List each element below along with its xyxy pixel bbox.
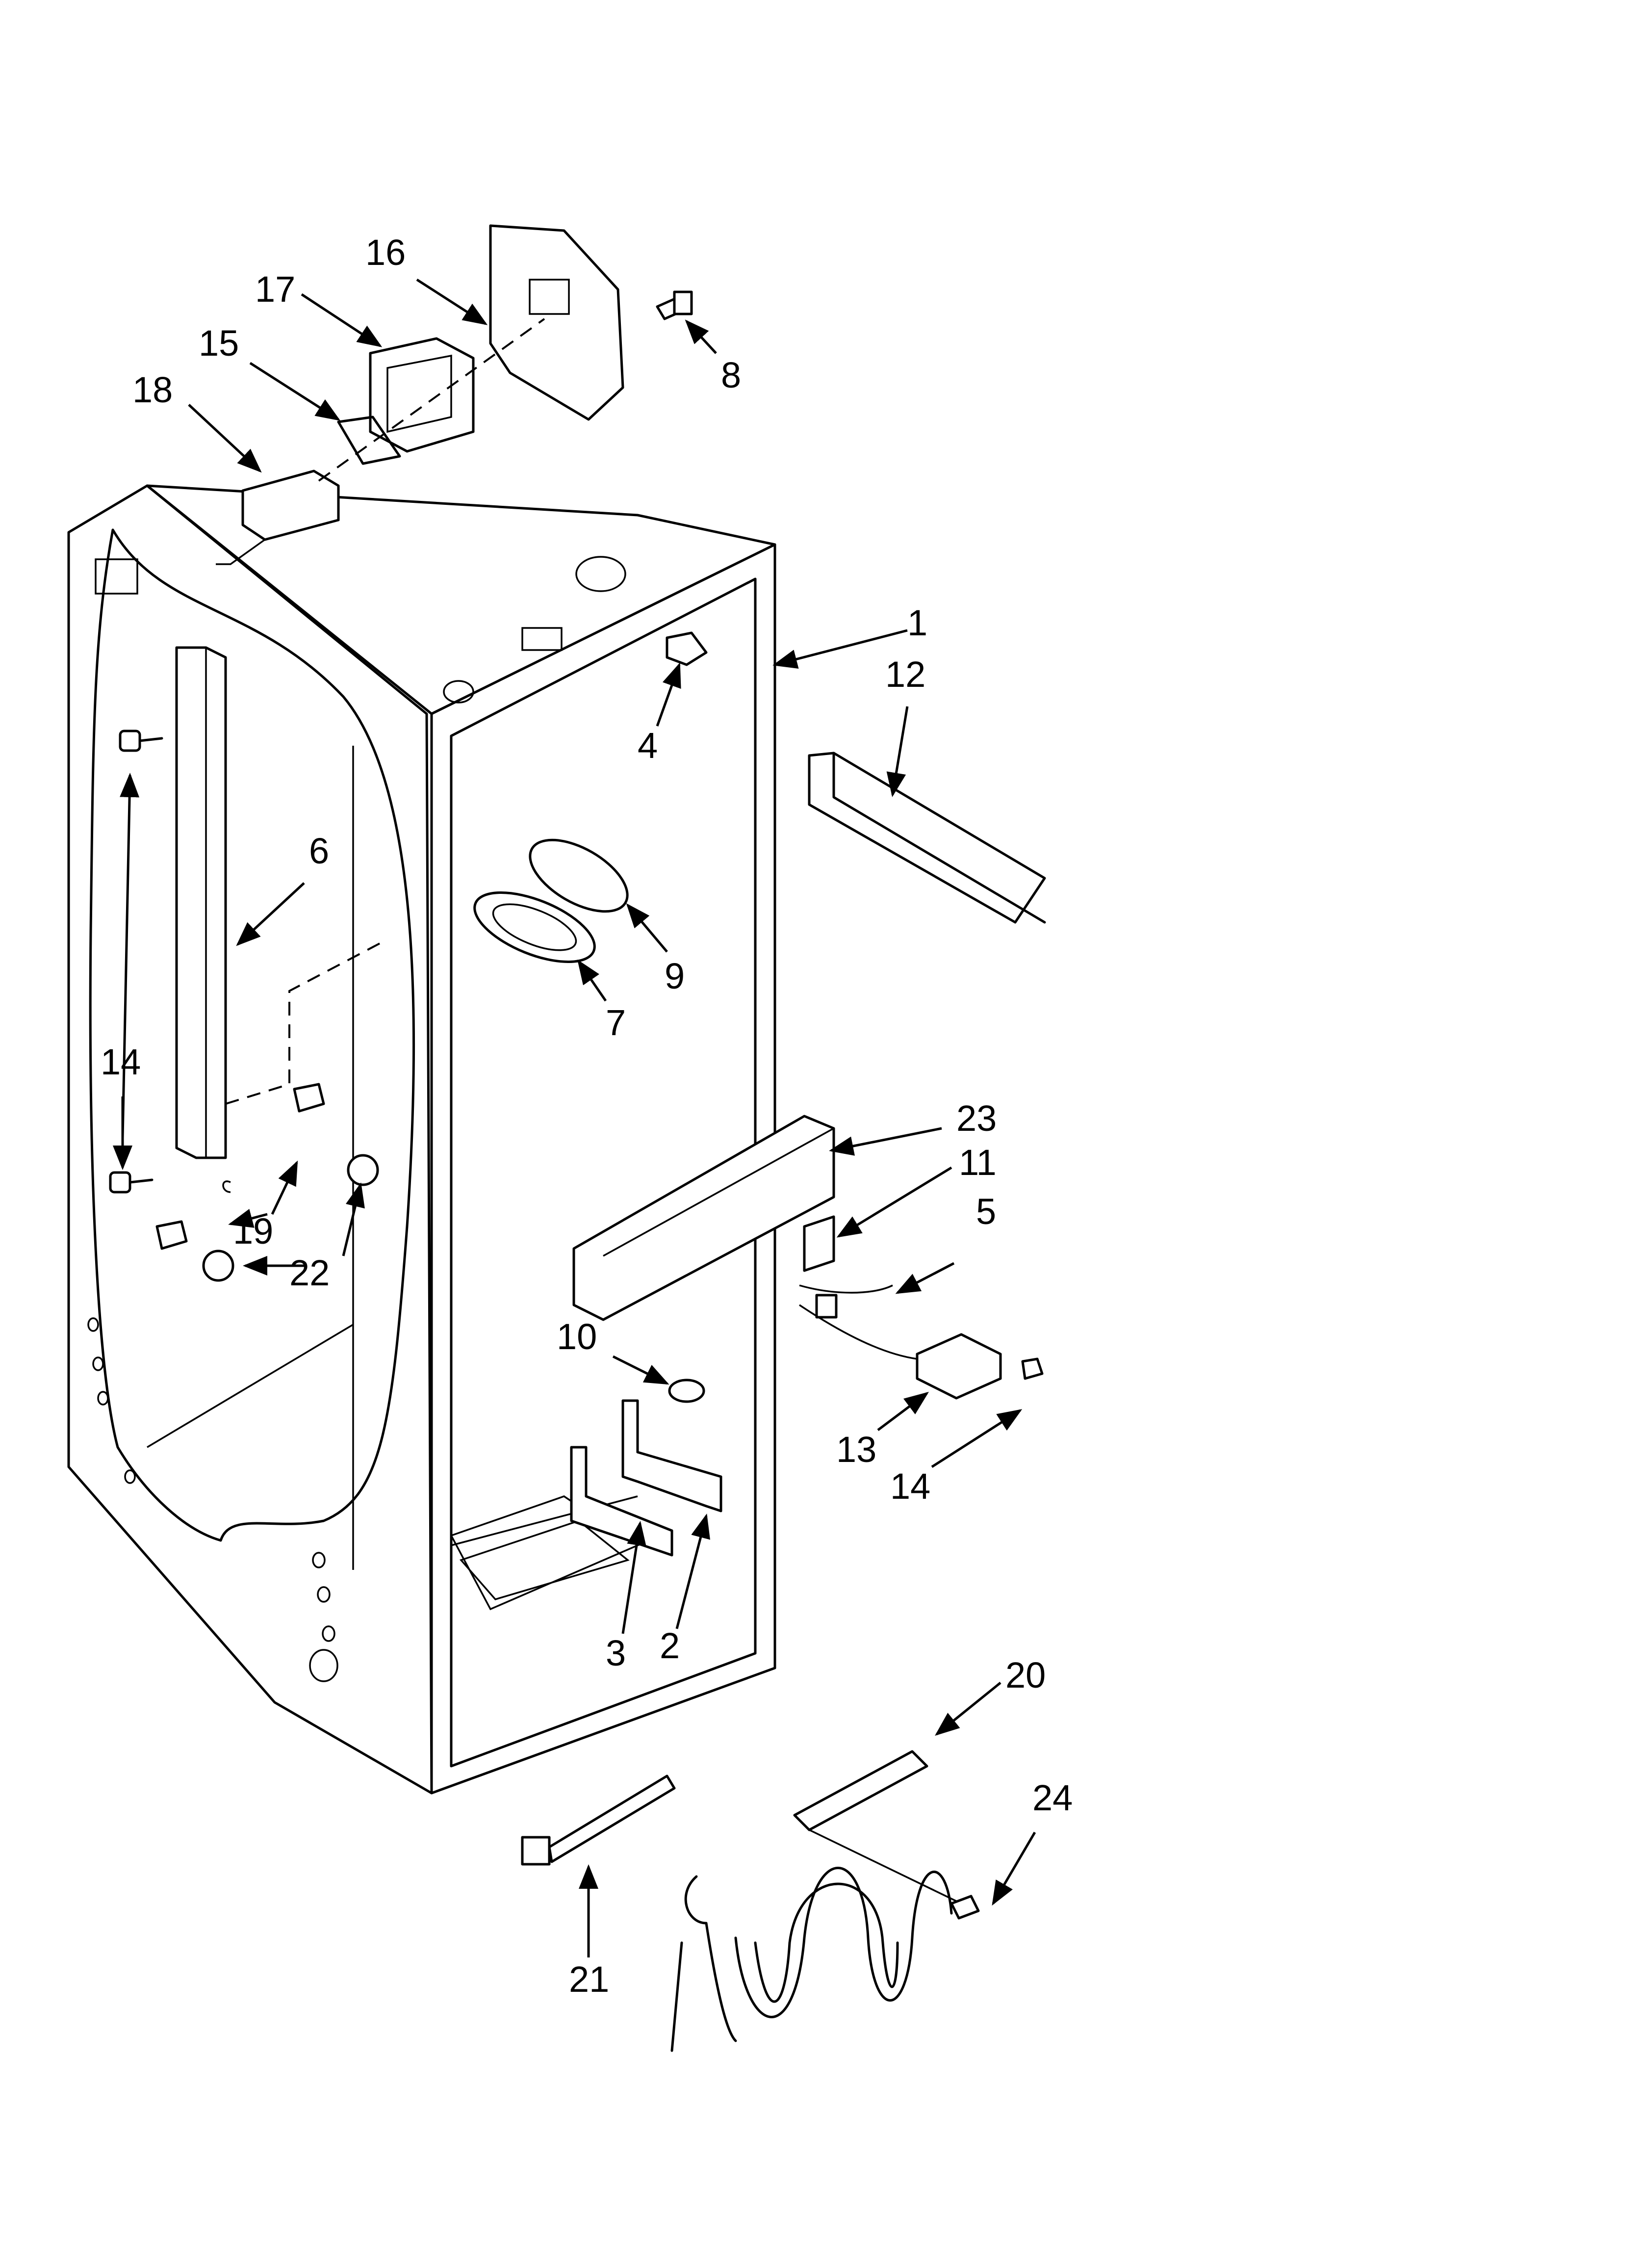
defrost-heater [670, 1750, 980, 2052]
cable-tie [521, 1774, 676, 1866]
callout-9: 9 [665, 956, 685, 996]
control-housing [216, 224, 624, 565]
callout-13: 13 [836, 1429, 876, 1470]
callout-10: 10 [557, 1316, 597, 1357]
thermostat-group [799, 1215, 1044, 1400]
callout-22: 22 [289, 1252, 330, 1293]
screws-left [109, 730, 163, 1194]
callout-6: 6 [309, 831, 329, 871]
callout-1: 1 [907, 602, 927, 643]
callout-23: 23 [956, 1098, 997, 1139]
callout-2: 2 [660, 1625, 680, 1666]
callout-7: 7 [606, 1002, 626, 1043]
callout-14-right: 14 [890, 1466, 930, 1507]
callout-15: 15 [199, 323, 239, 364]
callout-4: 4 [638, 725, 658, 766]
callout-16: 16 [365, 232, 406, 273]
shelf-support [572, 1115, 835, 1321]
callout-14-left: 14 [101, 1042, 141, 1082]
callout-11: 11 [959, 1142, 997, 1183]
callout-18: 18 [132, 369, 173, 410]
callout-5: 5 [976, 1191, 996, 1232]
brackets-lower [570, 1379, 722, 1557]
callout-19: 19 [233, 1211, 273, 1251]
lamp-parts [155, 1083, 379, 1282]
screw-8 [656, 290, 693, 320]
callout-3: 3 [606, 1633, 626, 1673]
callout-24: 24 [1032, 1777, 1073, 1818]
callout-12: 12 [885, 654, 925, 695]
callout-17: 17 [255, 269, 295, 310]
callouts: 1 2 3 4 5 6 7 8 9 10 11 12 13 14 14 15 1… [101, 232, 1073, 2000]
rail [808, 752, 1046, 924]
callout-21: 21 [569, 1959, 609, 2000]
callout-8: 8 [721, 355, 741, 395]
cabinet-liner [67, 484, 776, 1795]
small-parts-upper [473, 631, 708, 964]
shelf-ladder [175, 646, 383, 1159]
callout-20: 20 [1005, 1655, 1046, 1695]
leader-lines [113, 278, 1036, 1957]
